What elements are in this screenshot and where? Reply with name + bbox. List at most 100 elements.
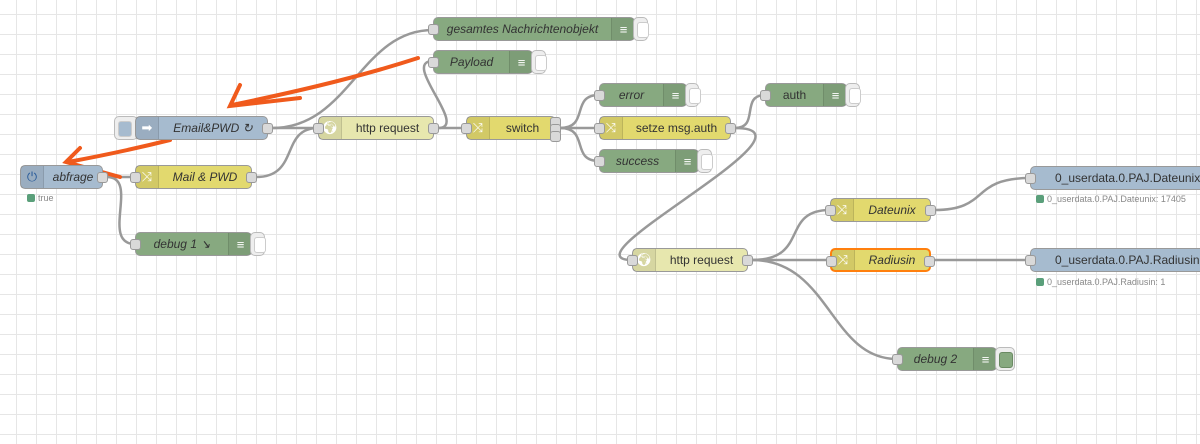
switch-node[interactable]: ⤨switch xyxy=(461,116,561,142)
input-port[interactable] xyxy=(428,57,439,68)
wire xyxy=(271,28,434,130)
http-request-node-2[interactable]: 🌍︎ http request xyxy=(627,248,753,272)
input-port[interactable] xyxy=(313,123,324,134)
input-port[interactable] xyxy=(130,239,141,250)
input-port[interactable] xyxy=(428,24,439,35)
debug-node-success[interactable]: success ≡ xyxy=(594,149,699,173)
debug-toggle[interactable] xyxy=(685,83,701,107)
node-label: switch xyxy=(505,121,540,135)
node-label: Payload xyxy=(449,55,494,69)
input-port[interactable] xyxy=(594,90,605,101)
change-node-mailpwd[interactable]: ⤨ Mail & PWD xyxy=(130,165,257,189)
input-port[interactable] xyxy=(1025,255,1036,266)
debug-node-auth[interactable]: auth ≡ xyxy=(760,83,847,107)
power-icon: ⏻ xyxy=(21,166,44,188)
output-port[interactable] xyxy=(725,123,736,134)
debug-toggle[interactable] xyxy=(633,17,649,41)
annotation-arrow xyxy=(66,138,172,164)
ioBroker-out-dateunix[interactable]: 0_userdata.0.PAJ.Dateunix xyxy=(1025,166,1200,190)
inject-node-email[interactable]: ➡ Email&PWD ↻ xyxy=(135,116,273,140)
status-text: 0_userdata.0.PAJ.Dateunix: 17405 xyxy=(1047,194,1186,204)
input-port[interactable] xyxy=(826,256,837,267)
debug-toggle[interactable] xyxy=(531,50,547,74)
output-port[interactable] xyxy=(246,172,257,183)
debug-node-1[interactable]: debug 1 ↘ ≡ xyxy=(130,232,252,256)
status-dot xyxy=(27,194,35,202)
input-port[interactable] xyxy=(825,205,836,216)
input-port[interactable] xyxy=(594,123,605,134)
node-label: Radiusin xyxy=(868,253,916,267)
debug-toggle[interactable] xyxy=(995,347,1015,371)
list-icon: ≡ xyxy=(675,150,698,172)
http-request-node-1[interactable]: 🌍︎ http request xyxy=(313,116,439,140)
ioBroker-node-abfrage[interactable]: ⏻ abfrage xyxy=(20,165,108,189)
change-node-dateunix[interactable]: ⤨Dateunix xyxy=(825,198,936,222)
output-port[interactable] xyxy=(262,123,273,134)
status-text: true xyxy=(38,193,54,203)
annotation-arrow xyxy=(230,56,420,107)
node-label: http request xyxy=(355,121,420,135)
node-label: abfrage xyxy=(52,170,94,184)
output-port[interactable] xyxy=(925,205,936,216)
input-port[interactable] xyxy=(461,123,472,134)
output-port[interactable] xyxy=(742,255,753,266)
ioBroker-out-radiusin[interactable]: 0_userdata.0.PAJ.Radiusin xyxy=(1025,248,1200,272)
wire xyxy=(751,258,898,361)
debug-toggle[interactable] xyxy=(845,83,861,107)
status-dot xyxy=(1036,195,1044,203)
globe-icon: 🌍︎ xyxy=(633,249,656,271)
input-port[interactable] xyxy=(627,255,638,266)
wire xyxy=(255,126,319,179)
debug-node-2[interactable]: debug 2 ≡ xyxy=(892,347,997,371)
node-label: debug 2 xyxy=(913,352,958,366)
debug-toggle[interactable] xyxy=(250,232,266,256)
input-port[interactable] xyxy=(760,90,771,101)
annotation-arrow xyxy=(226,83,302,109)
input-port[interactable] xyxy=(892,354,903,365)
node-status: 0_userdata.0.PAJ.Dateunix: 17405 xyxy=(1036,194,1186,204)
node-label: auth xyxy=(782,88,807,102)
input-port[interactable] xyxy=(130,172,141,183)
node-label: Mail & PWD xyxy=(172,170,238,184)
output-port[interactable] xyxy=(428,123,439,134)
wire xyxy=(559,93,600,130)
node-label: http request xyxy=(669,253,734,267)
output-port[interactable] xyxy=(550,131,561,142)
input-port[interactable] xyxy=(594,156,605,167)
wire xyxy=(934,176,1031,212)
debug-toggle[interactable] xyxy=(697,149,713,173)
list-icon: ≡ xyxy=(973,348,996,370)
shuffle-icon: ⤨ xyxy=(832,250,855,270)
node-label: Email&PWD ↻ xyxy=(173,121,253,135)
node-label: Dateunix xyxy=(868,203,916,217)
debug-node-gesamtes[interactable]: gesamtes Nachrichtenobjekt ≡ xyxy=(428,17,635,41)
wire xyxy=(106,175,136,246)
node-label: debug 1 ↘ xyxy=(153,237,211,251)
wire xyxy=(618,126,757,262)
input-port[interactable] xyxy=(1025,173,1036,184)
node-label: gesamtes Nachrichtenobjekt xyxy=(446,22,599,36)
arrow-right-icon: ➡ xyxy=(136,117,159,139)
list-icon: ≡ xyxy=(228,233,251,255)
output-port[interactable] xyxy=(97,172,108,183)
wire xyxy=(751,208,831,262)
list-icon: ≡ xyxy=(611,18,634,40)
node-label: setze msg.auth xyxy=(635,121,718,135)
list-icon: ≡ xyxy=(823,84,846,106)
output-port[interactable] xyxy=(924,256,935,267)
wire xyxy=(559,126,600,163)
node-status: true xyxy=(27,193,54,203)
change-node-setze[interactable]: ⤨ setze msg.auth xyxy=(594,116,736,140)
change-node-radiusin[interactable]: ⤨ Radiusin xyxy=(826,248,935,272)
status-text: 0_userdata.0.PAJ.Radiusin: 1 xyxy=(1047,277,1166,287)
debug-node-error[interactable]: error≡ xyxy=(594,83,687,107)
globe-icon: 🌍︎ xyxy=(319,117,342,139)
node-label: success xyxy=(615,154,660,168)
debug-node-payload[interactable]: Payload ≡ xyxy=(428,50,533,74)
shuffle-icon: ⤨ xyxy=(136,166,159,188)
node-status: 0_userdata.0.PAJ.Radiusin: 1 xyxy=(1036,277,1165,287)
inject-button[interactable] xyxy=(114,116,138,140)
list-icon: ≡ xyxy=(509,51,532,73)
shuffle-icon: ⤨ xyxy=(600,117,623,139)
